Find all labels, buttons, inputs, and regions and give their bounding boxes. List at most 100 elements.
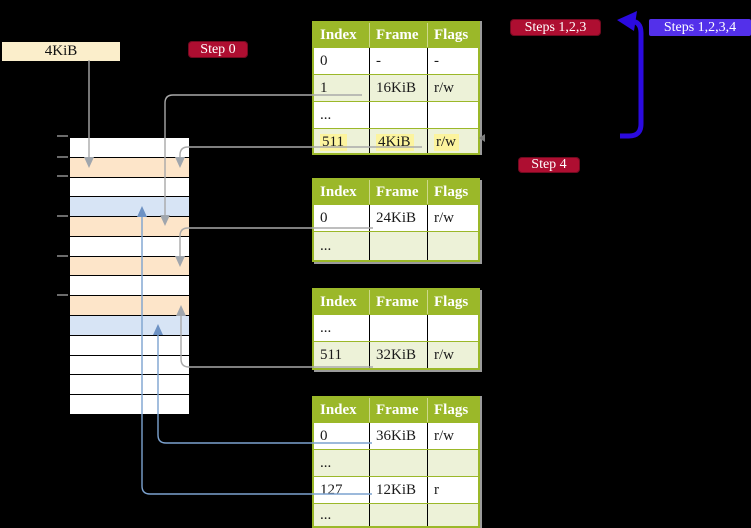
table-cell: 32KiB [369,342,427,368]
table-cell: 0 [314,205,369,231]
cell-value: 0 [320,427,328,444]
table-cell: 511 [314,129,369,153]
memory-frame-13-free [70,394,189,414]
column-header: Flags [427,398,478,422]
column-header: Index [320,401,357,418]
memory-frame-8-pagetable [70,295,189,316]
column-header: Frame [369,290,427,314]
cell-value: r/w [434,427,454,444]
column-header: Index [320,183,357,200]
table-cell [369,232,427,260]
table-cell [369,102,427,128]
highlighted-value: 4KiB [376,133,414,151]
cell-value: 511 [320,346,342,363]
badge-step-4: Step 4 [518,157,580,173]
cell-value: r/w [434,79,454,96]
table-cell: r/w [427,205,478,231]
table-cell: - [369,48,427,74]
cell-value: ... [320,454,332,471]
table-cell: ... [314,504,369,526]
memory-frame-4-pagetable [70,216,189,236]
memory-frame-11-free [70,354,189,375]
cell-value: r [434,481,439,498]
cell-value: 0 [320,52,328,69]
table-cell [427,504,478,526]
table-row: 511 32KiB r/w [314,341,478,368]
table-cell: r/w [427,423,478,449]
memory-frame-10-free [70,334,189,355]
cell-value: 127 [320,481,343,498]
column-header: Frame [369,23,427,47]
table-cell: r/w [427,75,478,101]
memory-frame-9-data [70,315,189,335]
column-header: Frame [369,180,427,204]
table-cell: 24KiB [369,205,427,231]
memory-frame-3-data [70,196,189,217]
table-cell: 0 [314,423,369,449]
page-size-label: 4KiB [2,42,120,61]
table-cell: ... [314,102,369,128]
memory-frame-12-free [70,374,189,395]
memory-frame-1-pagetable [70,156,189,177]
table-row: 0 -- [314,47,478,74]
memory-frame-7-free [70,275,189,296]
cell-value: 32KiB [376,346,417,363]
memory-frame-5-free [70,235,189,256]
table-cell [427,450,478,476]
cell-value: 36KiB [376,427,417,444]
cell-value: 0 [320,209,328,226]
cell-value: ... [320,506,332,523]
table-cell: ... [314,450,369,476]
cell-value: 24KiB [376,209,417,226]
column-header: Flags [427,290,478,314]
cell-value: ... [320,106,332,123]
table-cell: r/w [427,342,478,368]
column-header: Frame [369,398,427,422]
column-header: Index [320,293,357,310]
table-cell [427,102,478,128]
cell-value: 16KiB [376,79,417,96]
badge-step-0: Step 0 [188,41,248,58]
table-cell [369,504,427,526]
table-cell [427,232,478,260]
cell-value: r/w [434,346,454,363]
table-row: 511 4KiB r/w [314,128,478,153]
highlighted-value: 511 [320,133,347,151]
memory-frame-2-free [70,176,189,197]
table-cell: ... [314,315,369,341]
table-row: 0 24KiB r/w [314,204,478,231]
badge-steps-1-2-3-4: Steps 1,2,3,4 [649,19,751,36]
table-row: ... [314,314,478,341]
highlighted-value: r/w [434,133,459,151]
table-row: ... [314,231,478,260]
column-header: Flags [427,180,478,204]
table-cell: 4KiB [369,129,427,153]
table-cell: r [427,477,478,503]
table-cell [369,315,427,341]
big-blue-arrow [617,11,644,139]
table-cell: 511 [314,342,369,368]
cell-value: ... [320,319,332,336]
cell-value: - [434,52,439,69]
table-cell: r/w [427,129,478,153]
cell-value: r/w [434,209,454,226]
table-row: ... [314,101,478,128]
table-cell: - [427,48,478,74]
table-cell: 36KiB [369,423,427,449]
column-header: Flags [427,23,478,47]
table-row: ... [314,503,478,526]
memory-frame-6-pagetable [70,255,189,276]
table-cell: 127 [314,477,369,503]
table-cell [369,450,427,476]
cell-value: 1 [320,79,328,96]
table-cell: ... [314,232,369,260]
